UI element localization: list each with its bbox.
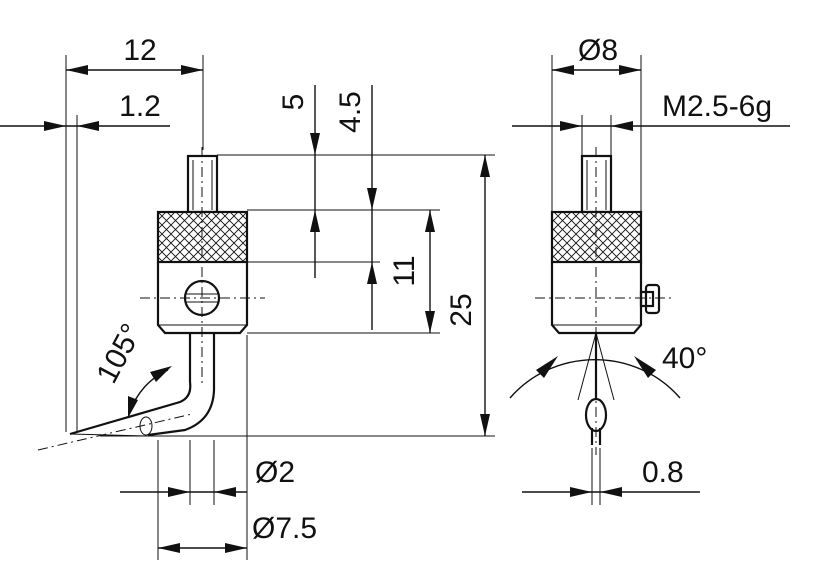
dim-dia-2: Ø2: [255, 456, 295, 489]
dim-25: 25: [445, 293, 478, 326]
dim-12: 12: [123, 34, 156, 67]
front-view: Ø8 M2.5-6g 40° 0.8: [509, 34, 790, 505]
dim-105-deg: 105°: [90, 318, 148, 388]
dim-4-5: 4.5: [334, 91, 367, 133]
dim-dia-7-5: Ø7.5: [252, 512, 317, 545]
thread-stud: [186, 154, 219, 214]
dim-tip-0-8: 0.8: [642, 456, 684, 489]
side-view: 12 1.2 5 4.5 11 25 105° Ø: [0, 34, 495, 560]
dim-40-deg: 40°: [662, 342, 707, 375]
dim-11: 11: [388, 255, 421, 286]
angle-arc-105: [129, 369, 169, 413]
front-thread-stud: [580, 154, 613, 214]
angle-arc-40: [509, 359, 681, 399]
dim-1-2: 1.2: [119, 90, 161, 123]
dim-dia-8: Ø8: [578, 34, 618, 67]
dim-5: 5: [277, 94, 310, 111]
bent-stylus: [69, 381, 192, 436]
dim-thread: M2.5-6g: [662, 90, 772, 123]
